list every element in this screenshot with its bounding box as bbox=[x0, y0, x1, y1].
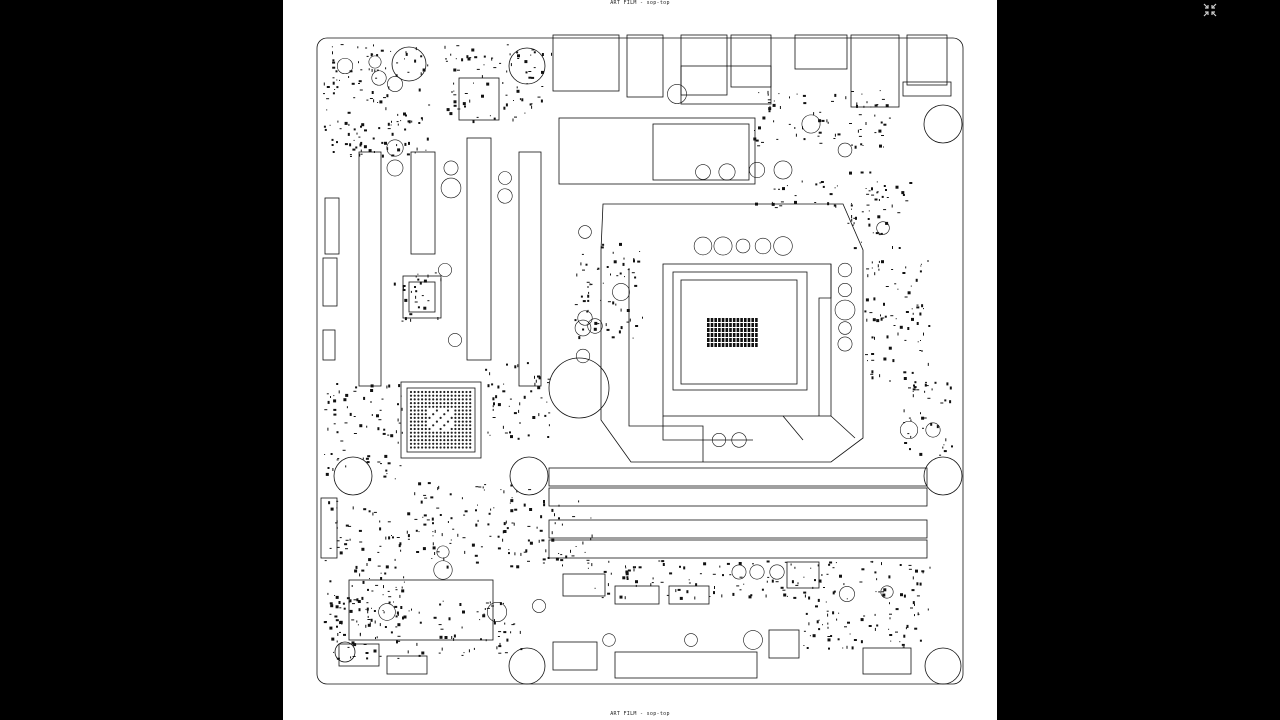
smd-components bbox=[323, 44, 953, 660]
bottom-connectors bbox=[338, 561, 912, 679]
io-connectors bbox=[552, 34, 952, 108]
fullscreen-toggle-button[interactable] bbox=[1203, 3, 1217, 17]
film-label-top: ART FILM - sop-top bbox=[610, 0, 670, 6]
collapse-arrows-icon bbox=[1203, 3, 1217, 17]
pcb-top-layer-drawing bbox=[316, 34, 964, 685]
dimm-slots bbox=[548, 467, 928, 559]
mounting-holes bbox=[333, 46, 963, 685]
art-film-sheet: ART FILM - sop-top bbox=[283, 0, 997, 720]
cpu-pad-array bbox=[707, 318, 758, 347]
chipset-bga bbox=[400, 77, 500, 459]
cpu-socket bbox=[558, 117, 864, 463]
capacitor-circles bbox=[336, 55, 941, 650]
board-outline bbox=[316, 37, 964, 685]
film-label-bottom: ART FILM - sop-top bbox=[610, 711, 670, 717]
bga-ball-grid bbox=[409, 390, 472, 449]
